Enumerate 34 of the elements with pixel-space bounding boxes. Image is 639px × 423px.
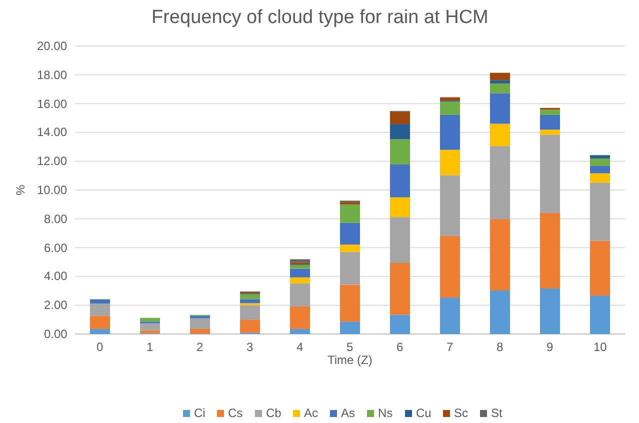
tick-label: 20.00 <box>37 39 68 53</box>
tick-label: 8.00 <box>44 212 68 226</box>
legend-label: Sc <box>454 406 468 420</box>
tick-label: 18.00 <box>37 68 68 82</box>
legend-label: St <box>491 406 502 420</box>
tick-label: 2.00 <box>44 298 68 312</box>
legend-label: As <box>341 406 356 420</box>
tick-label: 4.00 <box>44 269 68 284</box>
legend-label: Ns <box>378 406 393 420</box>
legend-label: Cb <box>266 406 282 420</box>
tick-label: 9 <box>546 340 554 354</box>
tick-label: 12.00 <box>37 154 68 168</box>
tick-label: 16.00 <box>37 96 68 111</box>
tick-label: 3 <box>246 340 254 354</box>
legend-label: Ci <box>194 406 206 420</box>
tick-label: 14.00 <box>37 125 68 140</box>
axis-title: % <box>12 184 27 196</box>
tick-label: 6 <box>396 340 404 354</box>
tick-label: 8 <box>496 340 504 354</box>
chart-title: Frequency of cloud type for rain at HCM <box>152 7 488 29</box>
tick-label: 6.00 <box>44 240 68 255</box>
tick-label: 10.00 <box>37 183 68 197</box>
tick-label: 10 <box>594 340 607 354</box>
tick-label: 0.00 <box>44 327 68 341</box>
tick-label: 5 <box>346 340 354 354</box>
legend-label: Cu <box>416 406 432 420</box>
legend-label: Cs <box>228 406 243 420</box>
tick-label: 2 <box>196 340 204 354</box>
tick-label: 7 <box>446 340 454 354</box>
tick-label: 1 <box>146 340 154 354</box>
tick-label: 4 <box>296 340 304 354</box>
axis-title: Time (Z) <box>328 353 372 367</box>
legend-label: Ac <box>304 406 318 420</box>
tick-label: 0 <box>96 340 104 354</box>
